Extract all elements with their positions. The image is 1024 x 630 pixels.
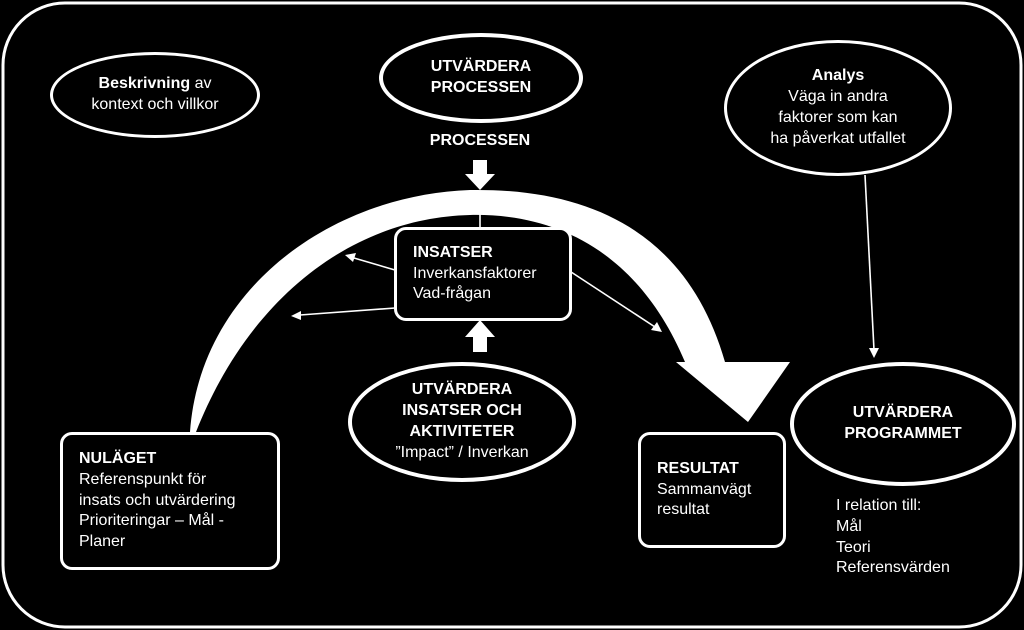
nulaget-box: NULÄGET Referenspunkt för insats och utv…: [60, 432, 280, 570]
utvardera-insatser-line1: UTVÄRDERA: [411, 381, 513, 399]
nulaget-line2: insats och utvärdering: [79, 491, 236, 509]
processen-down-arrow: [465, 160, 495, 190]
i-relation-line2: Teori: [836, 538, 871, 556]
big-curved-arrow: [190, 189, 790, 432]
arrowhead-insatser-to-lower-left: [291, 311, 301, 320]
arrow-analys-to-programmet: [864, 174, 875, 351]
insatser-up-arrow: [465, 320, 495, 352]
resultat-line1: Sammanvägt: [657, 480, 752, 498]
utvardera-programmet-ellipse: UTVÄRDERA PROGRAMMET: [790, 362, 1016, 486]
insatser-line1: Inverkansfaktorer: [413, 264, 537, 282]
arrow-insatser-to-lower-left: [299, 307, 396, 316]
analys-title: Analys: [811, 67, 865, 85]
beskrivning-ellipse: Beskrivning av kontext och villkor: [50, 52, 260, 138]
utvardera-insatser-sub: ”Impact” / Inverkan: [395, 443, 529, 461]
arrowhead-insatser-to-right: [651, 322, 662, 332]
utvardera-programmet-line2: PROGRAMMET: [844, 425, 962, 442]
nulaget-line4: Planer: [79, 533, 126, 551]
beskrivning-bold: Beskrivning: [98, 75, 191, 93]
utvardera-processen-line2: PROCESSEN: [430, 79, 532, 96]
insatser-title: INSATSER: [413, 243, 493, 261]
resultat-box: RESULTAT Sammanvägt resultat: [638, 432, 786, 548]
analys-line2: faktorer som kan: [778, 109, 898, 126]
i-relation-line3: Referensvärden: [836, 559, 950, 577]
utvardera-processen-ellipse: UTVÄRDERA PROCESSEN: [379, 33, 583, 123]
resultat-title: RESULTAT: [657, 459, 739, 477]
beskrivning-line2: kontext och villkor: [91, 96, 219, 113]
utvardera-insatser-line3: AKTIVITETER: [409, 423, 515, 440]
processen-label: PROCESSEN: [429, 132, 531, 149]
analys-ellipse: Analys Väga in andra faktorer som kan ha…: [724, 40, 952, 176]
utvardera-insatser-ellipse: UTVÄRDERA INSATSER OCH AKTIVITETER ”Impa…: [348, 362, 576, 482]
insatser-box: INSATSER Inverkansfaktorer Vad-frågan: [394, 227, 572, 321]
arrowhead-insatser-to-top: [475, 201, 485, 211]
insatser-line2: Vad-frågan: [413, 285, 491, 303]
resultat-line2: resultat: [657, 501, 710, 519]
analys-line1: Väga in andra: [788, 88, 888, 106]
utvardera-insatser-line2: INSATSER OCH: [402, 402, 522, 420]
i-relation-label: I relation till: Mål Teori Referensvärde…: [836, 496, 950, 579]
i-relation-title: I relation till:: [836, 497, 922, 514]
analys-line3: ha påverkat utfallet: [770, 129, 906, 147]
arrow-insatser-to-right: [564, 267, 656, 328]
i-relation-line1: Mål: [836, 517, 862, 535]
beskrivning-rest: av: [190, 75, 212, 93]
beskrivning-line1: Beskrivning av: [99, 74, 212, 95]
utvardera-processen-line1: UTVÄRDERA: [430, 58, 532, 76]
arrowhead-insatser-to-upper-left: [345, 253, 356, 262]
arrowhead-analys-to-programmet: [869, 348, 879, 358]
nulaget-line1: Referenspunkt för: [79, 470, 207, 488]
utvardera-programmet-line1: UTVÄRDERA: [852, 404, 954, 422]
nulaget-line3: Prioriteringar – Mål -: [79, 512, 224, 530]
nulaget-title: NULÄGET: [79, 450, 157, 467]
